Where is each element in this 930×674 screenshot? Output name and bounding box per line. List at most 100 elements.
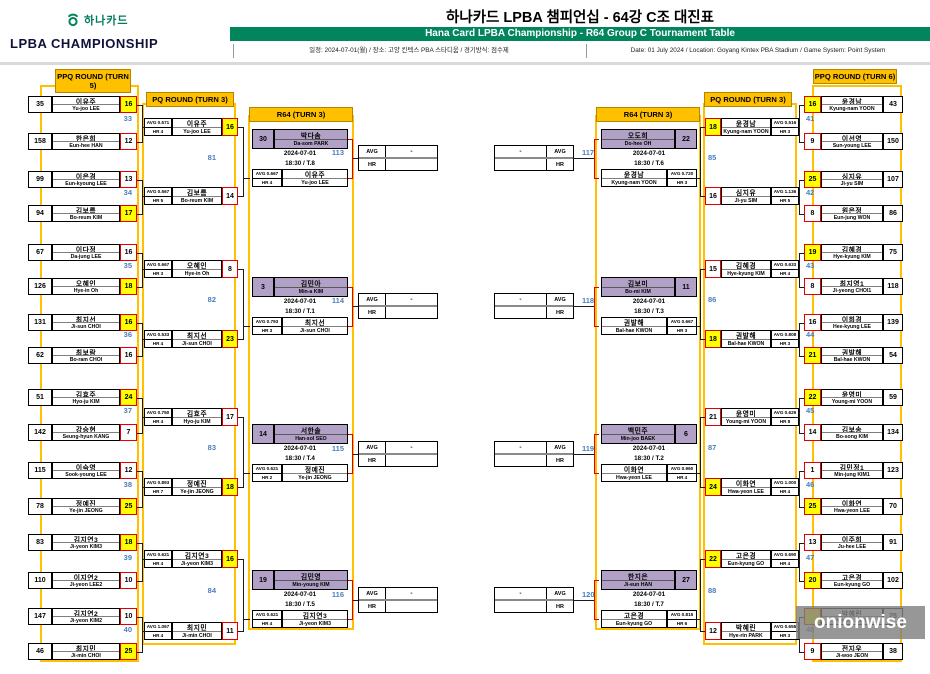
avg-label: AVG [359,294,386,305]
match-number: 114 [331,296,344,305]
player-name-english: Bal-hae KWON [833,356,871,363]
column-header-ppq-left: PPQ ROUND (TURN 5) [55,69,131,93]
player-name-english: Ji-sun CHOI [182,340,212,347]
r32-slot-row: HR [359,307,437,318]
red-connector [594,619,599,620]
connector-line [142,470,143,507]
red-connector [594,287,595,326]
player-name-english: Ye-jin JEONG [180,488,214,495]
hr-value: HR 4 [152,128,164,134]
red-connector [348,326,353,327]
avg-value: AVG 0.621 [145,551,171,560]
r32-slot-row: HR [495,601,573,612]
connector-line [142,397,143,433]
match-number: 84 [207,586,216,595]
connector-line [142,196,146,197]
player-name-english: Ye-jin JEONG [69,507,103,514]
hr-value: HR 8 [779,418,791,424]
connector-line [795,196,799,197]
r64-seed-box: 11 [675,277,697,297]
match-time-table: 18:30 / T.2 [634,455,664,462]
connector-line [700,127,706,128]
r32-slot-row: -AVG [495,442,573,455]
player-name-korean: 김지연3 [173,551,221,561]
match-number: 33 [123,114,132,123]
hr-label: HR [546,307,573,318]
score-box: 12 [120,462,137,479]
player-name-english: Ji-yu SIM [840,180,864,187]
player-name-english: Hee-kyung LEE [832,323,872,330]
hr-value [495,455,546,466]
connector-line [700,269,701,339]
player-name-english: Hye-rin PARK [729,632,763,639]
connector-line [700,127,701,196]
player-name-korean: 이은경 [53,172,119,181]
player-name-korean: 권발해 [602,318,666,328]
score-box: 16 [804,96,821,113]
seed-number-box: 86 [883,205,903,222]
connector-line [795,559,799,560]
score-box: 10 [120,572,137,589]
connector-line [700,417,701,487]
connector-line [799,252,800,287]
player-name-english: Yu-joo LEE [72,105,100,112]
score-box: 16 [222,550,238,568]
connector-line [353,454,358,455]
player-name-korean: 이화연 [822,499,882,508]
match-number: 43 [806,260,815,270]
hr-value: HR 4 [779,270,791,276]
hr-value: HR 4 [676,474,688,480]
connector-line [353,158,358,159]
connector-line [700,339,706,340]
column-header-ppq-right: PPQ ROUND (TURN 6) [813,69,897,84]
player-name-korean: 정예진 [53,499,119,508]
seed-number-box: 102 [883,572,903,589]
match-time-table: 18:30 / T.5 [285,601,315,608]
connector-line [799,355,805,357]
r64-seed-box: 30 [252,129,274,149]
avg-value: AVG 0.571 [145,119,171,128]
seed-number-box: 62 [28,347,52,364]
player-name-korean: 최지선 [53,315,119,324]
player-name-korean: 이유주 [173,119,221,129]
connector-line [142,487,146,488]
r64-seed-box: 22 [675,129,697,149]
connector-line [700,269,706,270]
red-connector [348,139,353,140]
red-connector [594,580,599,581]
avg-value: AVG 0.720 [668,170,696,179]
connector-line [137,286,143,288]
seed-number-box: 38 [883,643,903,660]
connector-line [243,127,244,196]
info-separator-left [233,44,234,58]
score-box: 16 [120,244,137,261]
connector-line [142,542,143,581]
player-name-korean: 오혜인 [53,279,119,288]
avg-label: AVG [546,442,573,453]
hr-value: HR 5 [779,197,791,203]
match-number: 118 [582,296,595,305]
player-name-english: Eun-jung WON [833,214,871,221]
connector-line [137,506,143,508]
avg-value: AVG 0.516 [772,119,798,128]
score-box: 8 [804,205,821,222]
hr-value [386,601,437,612]
seed-number-box: 147 [28,608,52,625]
player-name-korean: 고은경 [602,611,666,621]
seed-number-box: 142 [28,424,52,441]
match-number: 44 [806,330,815,339]
player-name-korean: 최지선 [173,331,221,341]
connector-line [799,397,805,399]
avg-value: AVG 0.808 [772,331,798,340]
seed-number-box: 67 [28,244,52,261]
connector-line [137,470,143,472]
hr-value: HR 7 [152,488,164,494]
